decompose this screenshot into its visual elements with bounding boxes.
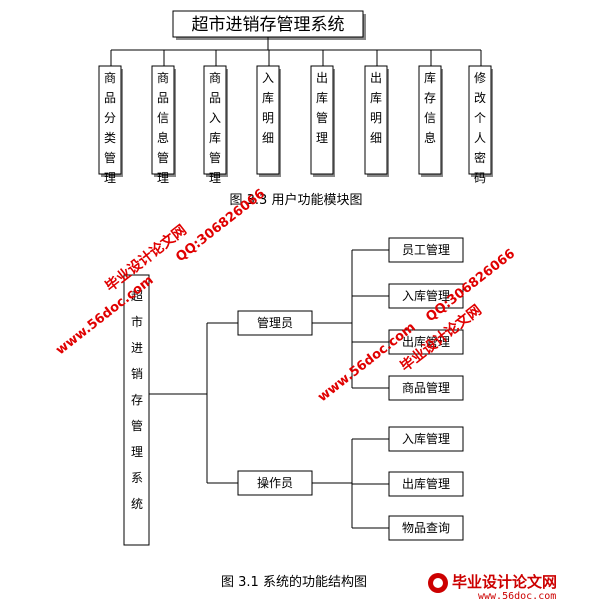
- item-label-1-2: 物品查询: [402, 521, 450, 535]
- group-box-admin: [237, 310, 313, 336]
- module-box-1: [98, 65, 122, 175]
- caption-user-modules: 图 3.3 用户功能模块图: [230, 192, 363, 208]
- user-module-diagram: 超市进销存管理系统 商品分类管理 商品信息管理 商品入库管理 入库明细 出库管理 出库明细…: [98, 10, 493, 208]
- item-box-1-1: [388, 471, 464, 497]
- group-label-admin: 管理员: [257, 315, 293, 330]
- module-box-3: [203, 65, 227, 175]
- module-label-3: 商品入库管理: [209, 70, 221, 185]
- module-box-8: [468, 65, 492, 175]
- module-label-8: 修改个人密码: [474, 70, 486, 185]
- module-label-4: 入库明细: [262, 71, 274, 145]
- module-box-4: [256, 65, 280, 175]
- item-box-1-2: [388, 515, 464, 541]
- logo-text: 毕业设计论文网: [452, 573, 557, 591]
- item-label-0-0: 员工管理: [402, 242, 450, 257]
- item-box-0-0: [388, 237, 464, 263]
- module-box-7: [418, 65, 442, 175]
- group-label-operator: 操作员: [257, 475, 293, 490]
- item-box-0-2: [388, 329, 464, 355]
- item-label-0-3: 商品管理: [402, 380, 450, 395]
- item-label-1-0: 入库管理: [402, 431, 450, 446]
- item-box-1-0: [388, 426, 464, 452]
- item-label-0-1: 入库管理: [402, 288, 450, 303]
- root-box: [123, 274, 150, 546]
- module-label-2: 商品信息管理: [157, 70, 169, 185]
- watermarks: 毕业设计论文网 www.56doc.com QQ:306826066 QQ:30…: [53, 186, 518, 405]
- caption-structure: 图 3.1 系统的功能结构图: [221, 574, 367, 590]
- module-label-1: 商品分类管理: [104, 70, 116, 185]
- group-box-operator: [237, 470, 313, 496]
- item-box-0-1: [388, 283, 464, 309]
- system-title-box: [172, 10, 364, 38]
- module-label-5: 出库管理: [316, 71, 328, 145]
- system-structure-diagram: 超市进销存管理系统 管理员 操作员 员工管理入库管理出库管理商品管理入库管理出库…: [123, 237, 464, 590]
- module-label-7: 库存信息: [424, 70, 436, 145]
- watermark-qq-1: QQ:306826066: [173, 186, 268, 265]
- root-label: 超市进销存管理系统: [131, 288, 143, 511]
- site-logo: 毕业设计论文网 www.56doc.com: [428, 573, 557, 602]
- item-box-0-3: [388, 375, 464, 401]
- system-title: 超市进销存管理系统: [192, 15, 345, 35]
- item-label-1-1: 出库管理: [402, 476, 450, 491]
- module-box-5: [310, 65, 334, 175]
- logo-url: www.56doc.com: [478, 591, 556, 602]
- module-box-2: [151, 65, 175, 175]
- module-box-6: [364, 65, 388, 175]
- module-label-6: 出库明细: [370, 71, 382, 145]
- item-label-0-2: 出库管理: [402, 334, 450, 349]
